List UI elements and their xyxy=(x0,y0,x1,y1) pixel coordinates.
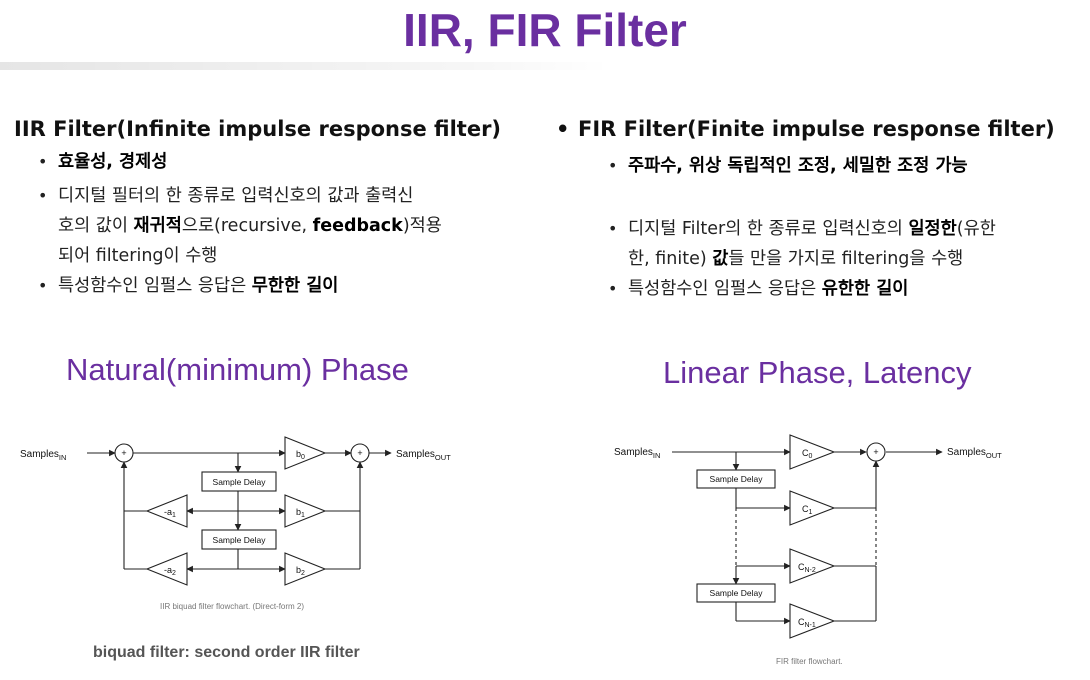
fir-cn2-label: CN-2 xyxy=(798,562,816,574)
fir-sum-icon: + xyxy=(873,447,878,457)
fir-heading: • FIR Filter(Finite impulse response filt… xyxy=(556,115,1086,143)
fir-c1-label: C1 xyxy=(802,504,813,516)
fir-impulse-finite: 유한한 길이 xyxy=(821,279,909,299)
iir-bullet-list: 효율성, 경제성 디지털 필터의 한 종류로 입력신호의 값과 출력신 호의 값… xyxy=(32,147,534,301)
fir-phase-heading: Linear Phase, Latency xyxy=(663,355,972,390)
fir-heading-bullet: • xyxy=(556,117,570,141)
iir-desc-feedback: feedback xyxy=(312,216,403,236)
iir-sum2-icon: + xyxy=(357,448,362,458)
iir-biquad-diagram: SamplesIN SamplesOUT + + Sample Delay Sa… xyxy=(20,436,451,586)
fir-bullet-frequency-text: 주파수, 위상 독립적인 조정, 세밀한 조정 가능 xyxy=(628,156,968,176)
fir-bullet-description: 디지털 Filter의 한 종류로 입력신호의 일정한(유한 한, finite… xyxy=(602,214,1086,274)
fir-desc-line1: 디지털 Filter의 한 종류로 입력신호의 xyxy=(628,219,909,239)
iir-input-label: SamplesIN xyxy=(20,449,66,462)
fir-desc-constant: 일정한 xyxy=(908,219,957,239)
fir-bullet-impulse: 특성함수인 임펄스 응답은 유한한 길이 xyxy=(602,274,1086,304)
iir-desc-line2b: 으로(recursive, xyxy=(181,216,313,236)
fir-desc-value: 값 xyxy=(712,249,729,269)
iir-delay2-label: Sample Delay xyxy=(213,535,267,545)
fir-heading-text: FIR Filter(Finite impulse response filte… xyxy=(578,117,1055,141)
iir-a1-label: -a1 xyxy=(164,507,176,519)
fir-diagram-caption: FIR filter flowchart. xyxy=(776,657,843,666)
iir-a2-label: -a2 xyxy=(164,565,176,577)
fir-delay1-label: Sample Delay xyxy=(710,474,764,484)
iir-heading: IIR Filter(Infinite impulse response fil… xyxy=(14,117,502,141)
iir-diagram-caption: IIR biquad filter flowchart. (Direct-for… xyxy=(160,602,305,611)
fir-output-label: SamplesOUT xyxy=(947,447,1002,460)
iir-desc-recursive: 재귀적 xyxy=(133,216,182,236)
fir-desc-line2b: 들 만을 가지로 filtering을 수행 xyxy=(728,249,964,269)
fir-c0-label: C0 xyxy=(802,448,813,460)
slide-title: IIR, FIR Filter xyxy=(403,4,687,56)
fir-delay2-label: Sample Delay xyxy=(710,588,764,598)
fir-bullet-frequency: 주파수, 위상 독립적인 조정, 세밀한 조정 가능 xyxy=(602,151,1086,181)
fir-desc-line2: 한, finite) xyxy=(628,249,713,269)
iir-delay1-label: Sample Delay xyxy=(213,477,267,487)
title-divider xyxy=(0,62,610,70)
iir-desc-line2c: )적용 xyxy=(402,216,442,236)
iir-sub-caption: biquad filter: second order IIR filter xyxy=(93,644,360,661)
iir-b2-label: b2 xyxy=(296,565,305,577)
iir-b0-label: b0 xyxy=(296,449,305,461)
iir-b1-label: b1 xyxy=(296,507,305,519)
fir-diagram: SamplesIN SamplesOUT + Sample Delay Samp… xyxy=(614,434,1002,639)
fir-desc-line1b: (유한 xyxy=(956,219,996,239)
fir-bullet-list: 주파수, 위상 독립적인 조정, 세밀한 조정 가능 디지털 Filter의 한… xyxy=(602,151,1086,304)
fir-cn1-label: CN-1 xyxy=(798,617,816,629)
iir-column: IIR Filter(Infinite impulse response fil… xyxy=(14,115,534,301)
iir-phase-heading: Natural(minimum) Phase xyxy=(66,352,409,387)
iir-desc-line3: 되어 filtering이 수행 xyxy=(58,246,218,266)
iir-desc-line2: 호의 값이 xyxy=(58,216,134,236)
fir-column: • FIR Filter(Finite impulse response filt… xyxy=(556,115,1086,304)
iir-output-label: SamplesOUT xyxy=(396,449,451,462)
fir-input-label: SamplesIN xyxy=(614,447,660,460)
iir-desc-line1: 디지털 필터의 한 종류로 입력신호의 값과 출력신 xyxy=(58,186,414,206)
iir-impulse-infinite: 무한한 길이 xyxy=(251,276,339,296)
iir-bullet-description: 디지털 필터의 한 종류로 입력신호의 값과 출력신 호의 값이 재귀적으로(r… xyxy=(32,181,534,271)
iir-bullet-impulse: 특성함수인 임펄스 응답은 무한한 길이 xyxy=(32,271,534,301)
iir-sum1-icon: + xyxy=(121,448,126,458)
iir-bullet-efficiency-text: 효율성, 경제성 xyxy=(58,152,168,172)
fir-impulse-text: 특성함수인 임펄스 응답은 xyxy=(628,279,822,299)
iir-bullet-efficiency: 효율성, 경제성 xyxy=(32,147,534,177)
iir-impulse-text: 특성함수인 임펄스 응답은 xyxy=(58,276,252,296)
